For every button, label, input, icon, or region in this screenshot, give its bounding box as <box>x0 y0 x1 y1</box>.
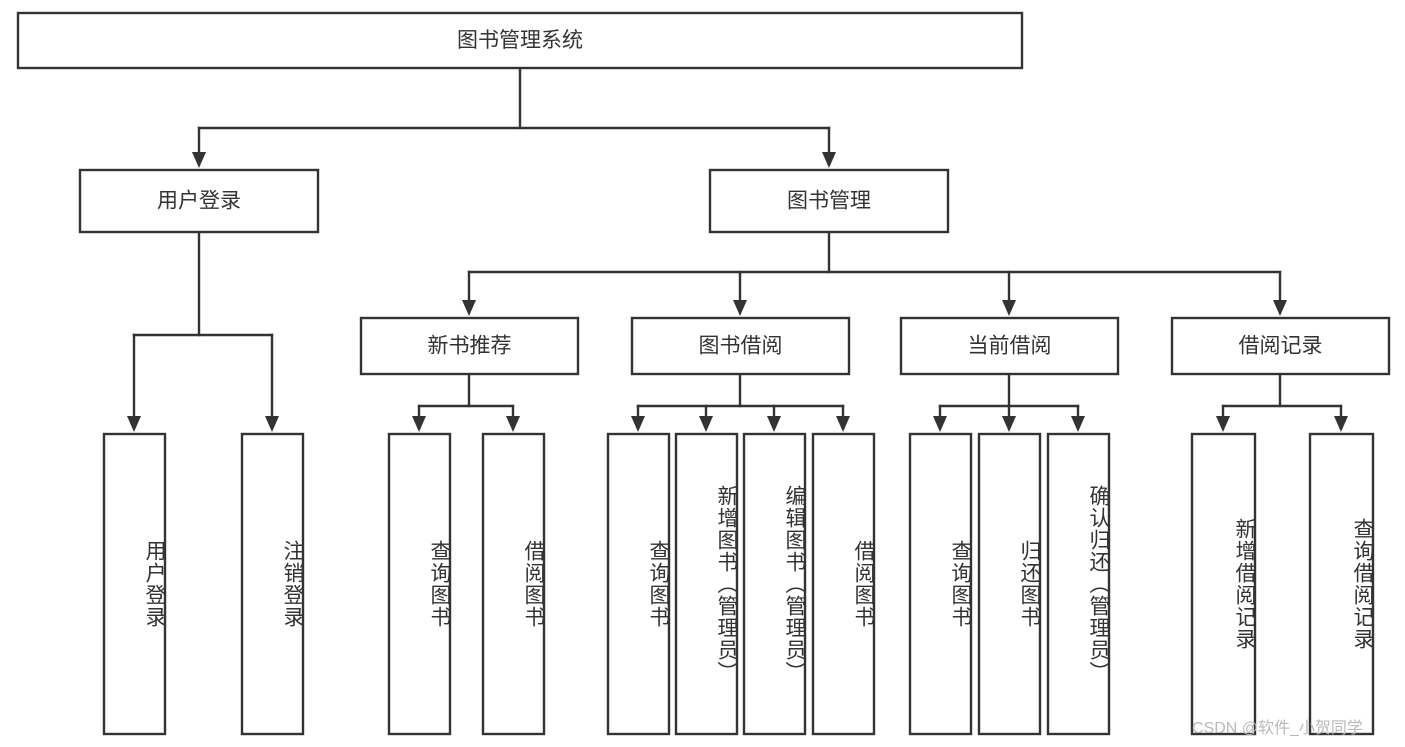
arrow-leaf-query-cur <box>933 416 947 432</box>
node-box-leaf-borrow-book[interactable] <box>811 432 876 736</box>
arrow-leaf-query-record <box>1334 416 1348 432</box>
arrow-leaf-query-rec <box>412 416 426 432</box>
arrow-leaf-return-book <box>1002 416 1016 432</box>
arrow-leaf-confirm-return <box>1071 416 1085 432</box>
node-box-root[interactable] <box>16 11 1024 70</box>
node-label-user-login: 用户登录 <box>157 190 241 213</box>
arrow-new-book-recommend <box>462 300 476 316</box>
arrow-leaf-logout <box>265 416 279 432</box>
arrow-leaf-user-login <box>127 416 141 432</box>
node-box-leaf-query-record[interactable] <box>1308 432 1375 736</box>
node-box-leaf-query-book-cur[interactable] <box>908 432 973 736</box>
arrow-leaf-borrow-rec <box>506 416 520 432</box>
node-label-new-book-recommend: 新书推荐 <box>428 335 512 358</box>
arrow-leaf-add-record <box>1216 416 1230 432</box>
watermark-text: CSDN @软件_小贺同学 <box>1192 720 1363 737</box>
arrow-book-manage <box>822 152 836 168</box>
node-label-book-manage: 图书管理 <box>787 190 871 213</box>
node-box-leaf-confirm-return[interactable] <box>1046 432 1111 736</box>
arrow-book-borrow <box>733 300 747 316</box>
arrowhead-layer <box>127 152 1348 432</box>
node-box-leaf-user-login[interactable] <box>102 432 167 736</box>
node-box-leaf-return-book[interactable] <box>977 432 1042 736</box>
node-box-user-login[interactable] <box>78 168 320 234</box>
node-box-leaf-logout[interactable] <box>240 432 305 736</box>
node-label-borrow-record: 借阅记录 <box>1239 335 1323 358</box>
arrow-current-borrow <box>1002 300 1016 316</box>
node-box-leaf-edit-book[interactable] <box>742 432 807 736</box>
node-box-leaf-query-book-rec[interactable] <box>387 432 452 736</box>
node-box-book-borrow[interactable] <box>630 316 851 376</box>
node-box-borrow-record[interactable] <box>1170 316 1391 376</box>
arrow-leaf-add-book <box>699 416 713 432</box>
node-box-leaf-query-book-borrow[interactable] <box>606 432 671 736</box>
node-label-book-borrow: 图书借阅 <box>699 335 783 358</box>
arrow-leaf-edit-book <box>767 416 781 432</box>
node-box-leaf-borrow-book-rec[interactable] <box>481 432 546 736</box>
node-box-leaf-add-book[interactable] <box>674 432 739 736</box>
arrow-leaf-borrow-book <box>836 416 850 432</box>
node-box-new-book-recommend[interactable] <box>359 316 580 376</box>
node-box-layer <box>16 11 1391 736</box>
node-label-current-borrow: 当前借阅 <box>968 335 1052 358</box>
node-box-book-manage[interactable] <box>708 168 950 234</box>
node-box-leaf-add-record[interactable] <box>1190 432 1257 736</box>
arrow-borrow-record <box>1273 300 1287 316</box>
node-box-current-borrow[interactable] <box>899 316 1120 376</box>
node-label-root: 图书管理系统 <box>457 29 583 52</box>
arrow-leaf-query-borrow <box>631 416 645 432</box>
arrow-user-login <box>192 152 206 168</box>
